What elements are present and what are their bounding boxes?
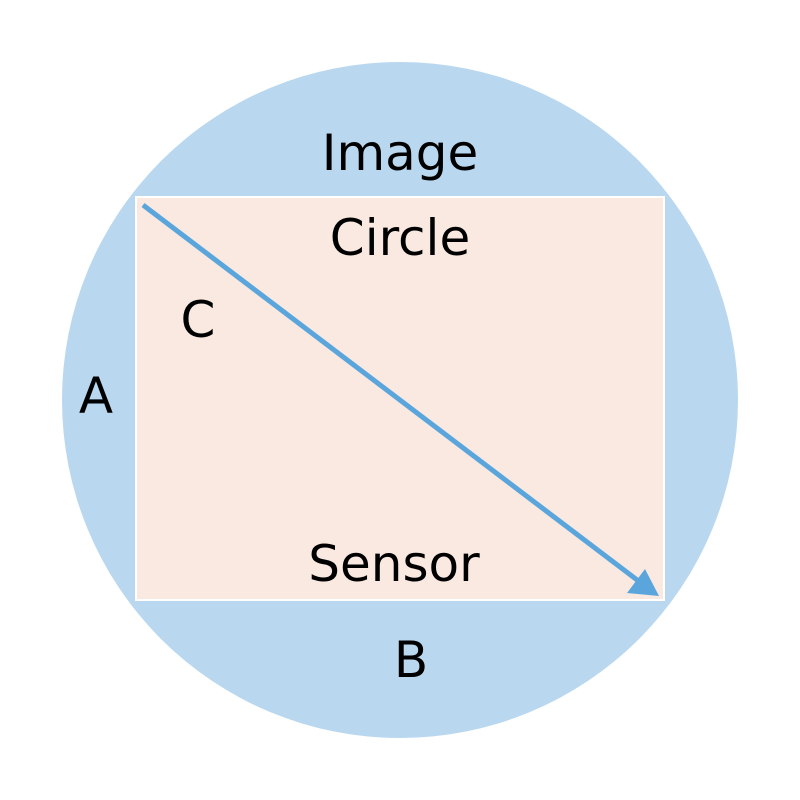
- side-b-label: B: [393, 631, 429, 689]
- diagonal-arrow: [141, 203, 647, 588]
- diagonal-c-label: C: [180, 291, 216, 349]
- image-circle-label-line1: Image: [321, 124, 479, 182]
- side-a-label: A: [78, 367, 114, 425]
- sensor-label: Sensor: [308, 535, 480, 593]
- diagonal-arrowhead: [627, 569, 659, 596]
- image-circle-label-line2: Circle: [329, 209, 471, 267]
